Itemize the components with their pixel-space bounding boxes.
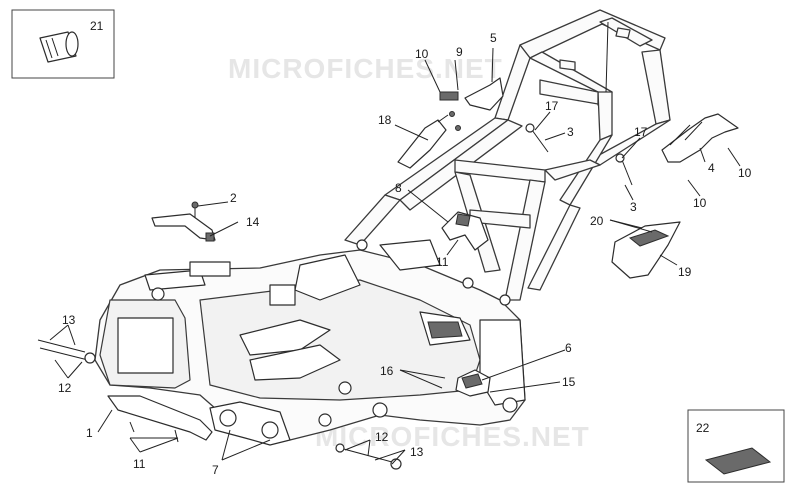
watermark-bottom: MICROFICHES.NET xyxy=(315,421,590,452)
callout-17-upper: 17 xyxy=(545,99,559,113)
rear-subframe xyxy=(494,9,671,206)
callout-11-bottom: 11 xyxy=(133,457,146,471)
callout-12-bottom: 12 xyxy=(375,430,389,444)
callout-10-top: 10 xyxy=(415,47,429,61)
callout-17-right: 17 xyxy=(634,125,648,139)
part-1-rail xyxy=(107,395,213,443)
callout-13-left: 13 xyxy=(62,313,76,327)
callout-21: 21 xyxy=(90,19,104,33)
part-8-bracket xyxy=(441,211,489,251)
callout-19: 19 xyxy=(678,265,692,279)
callout-8: 8 xyxy=(395,181,402,195)
callout-13-bottom: 13 xyxy=(410,445,424,459)
part-12-bolts-bottom xyxy=(335,443,402,470)
callout-labels: 21 10 9 5 17 3 18 17 4 10 10 3 20 19 8 1… xyxy=(58,19,752,477)
callout-14: 14 xyxy=(246,215,260,229)
callout-11-middle: 11 xyxy=(436,255,449,269)
callout-9: 9 xyxy=(456,45,463,59)
callout-16: 16 xyxy=(380,364,394,378)
callout-20: 20 xyxy=(590,214,604,228)
part-17-bolt-right xyxy=(615,153,633,186)
part-19-cover xyxy=(611,221,681,279)
part-7-mounts xyxy=(209,401,291,446)
part-18-bracket xyxy=(397,111,461,169)
callout-3-upper: 3 xyxy=(567,125,574,139)
part-21-bushing xyxy=(11,9,115,79)
part-5-bracket xyxy=(439,77,504,111)
callout-3-right: 3 xyxy=(630,200,637,214)
main-frame-body xyxy=(94,239,526,441)
callout-7: 7 xyxy=(212,463,219,477)
callout-6: 6 xyxy=(565,341,572,355)
callout-5: 5 xyxy=(490,31,497,45)
callout-18: 18 xyxy=(378,113,392,127)
part-4-guard xyxy=(661,113,739,163)
part-13-bolts-left xyxy=(37,339,96,364)
callout-22: 22 xyxy=(696,421,710,435)
part-17-bolt-upper xyxy=(525,123,549,153)
part-14-bracket xyxy=(151,201,216,242)
callout-12-left: 12 xyxy=(58,381,72,395)
callout-10-right-upper: 10 xyxy=(738,166,752,180)
callout-2: 2 xyxy=(230,191,237,205)
callout-15: 15 xyxy=(562,375,576,389)
leader-lines xyxy=(49,47,741,465)
part-22-label xyxy=(687,409,785,483)
callout-4: 4 xyxy=(708,161,715,175)
callout-10-right-lower: 10 xyxy=(693,196,707,210)
callout-1: 1 xyxy=(86,426,93,440)
part-6-bracket xyxy=(455,369,491,397)
